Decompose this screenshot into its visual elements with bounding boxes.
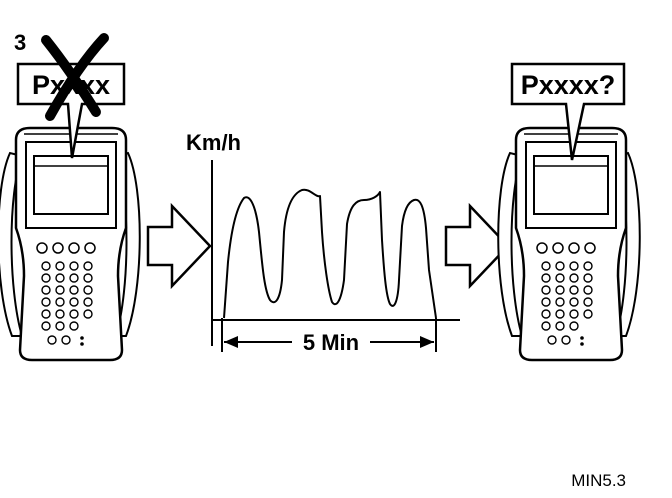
right-speech-bubble: Pxxxx? (510, 62, 626, 161)
figure-id: MIN5.3 (571, 471, 626, 490)
right-arrow-icon-2 (444, 202, 510, 290)
duration-arrowhead-right (420, 336, 434, 348)
speed-trace (223, 188, 437, 319)
duration-arrowhead-left (224, 336, 238, 348)
right-arrow-icon (146, 202, 212, 290)
duration-label: 5 Min (303, 330, 359, 355)
y-axis-label: Km/h (186, 130, 241, 155)
step-number: 3 (14, 30, 26, 55)
left-scan-tool (0, 126, 142, 362)
right-trouble-code: Pxxxx? (521, 70, 616, 100)
cross-out-icon (41, 33, 109, 121)
speed-graph: Km/h 5 Min (186, 130, 460, 355)
right-scan-tool (496, 126, 642, 362)
